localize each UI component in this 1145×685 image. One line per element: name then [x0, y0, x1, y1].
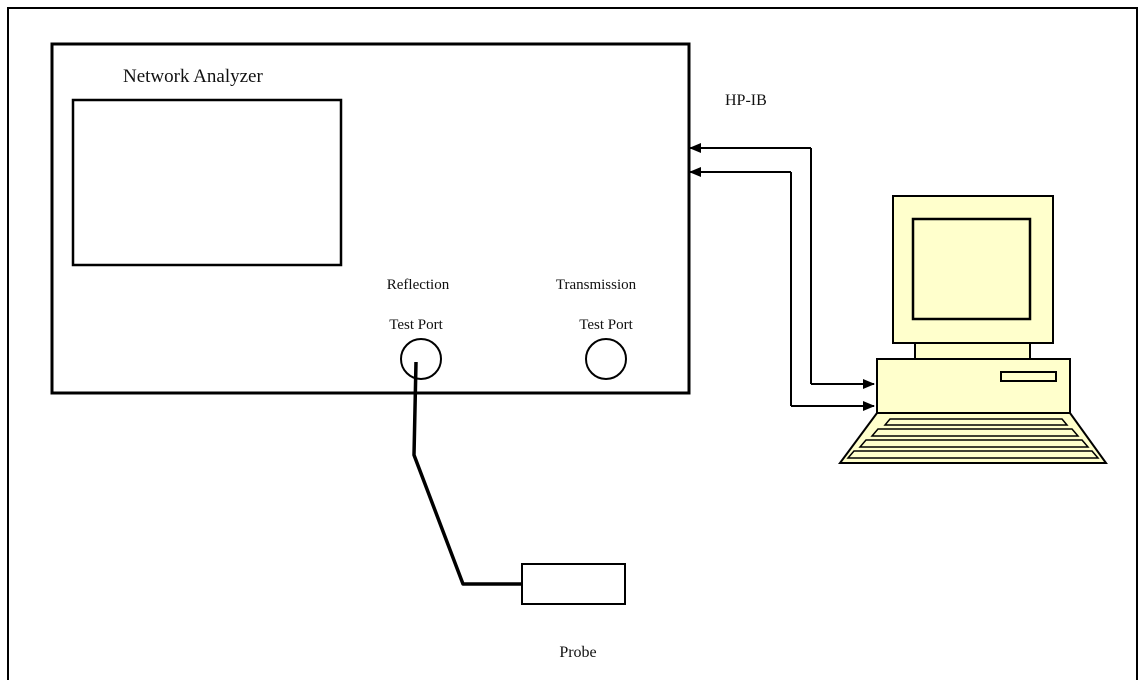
hp-ib-bus: HP-IB: [689, 92, 875, 411]
keyboard-key-row: [883, 418, 1069, 426]
probe-body: [521, 563, 626, 605]
keyboard-key-row: [870, 428, 1080, 437]
reflection-port-label-line1: Reflection: [387, 277, 450, 293]
reflection-port-label-line2: Test Port: [389, 317, 443, 333]
computer-monitor-neck: [914, 342, 1031, 360]
hp-ib-label: HP-IB: [725, 92, 767, 109]
computer-base-unit: [876, 358, 1071, 414]
transmission-port-label-line1: Transmission: [556, 277, 637, 293]
transmission-port-label-line2: Test Port: [579, 317, 633, 333]
outer-frame: [7, 7, 1138, 685]
analyzer-display-screen: [71, 98, 343, 267]
transmission-port-connector: [585, 338, 627, 380]
network-analyzer: Network Analyzer Reflection Test Port Tr…: [50, 42, 691, 395]
network-analyzer-title: Network Analyzer: [123, 66, 263, 87]
network-analyzer-body: [50, 42, 691, 395]
keyboard-key-rows: [846, 418, 1100, 459]
probe-label: Probe: [559, 644, 596, 661]
probe-cable: [412, 361, 522, 586]
keyboard-key-row: [858, 439, 1090, 448]
computer: [838, 195, 1108, 464]
reflection-test-port: Reflection Test Port: [387, 277, 450, 380]
computer-drive-slot: [1000, 371, 1057, 382]
reflection-port-connector: [400, 338, 442, 380]
keyboard-key-row: [846, 450, 1100, 459]
transmission-test-port: Transmission Test Port: [556, 277, 637, 380]
computer-monitor-screen: [911, 217, 1032, 321]
